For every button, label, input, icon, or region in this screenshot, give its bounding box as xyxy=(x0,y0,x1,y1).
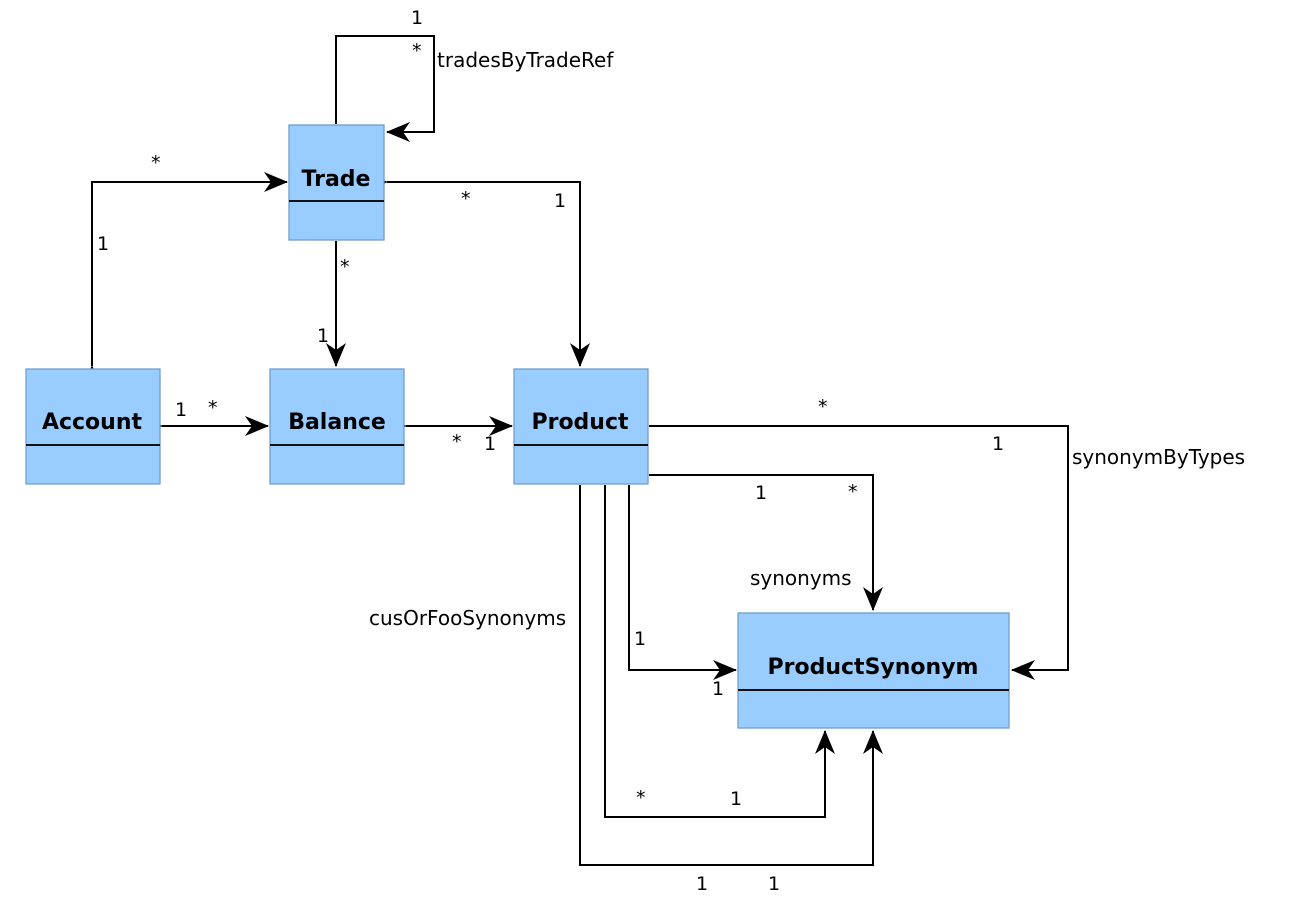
entity-trade-name: Trade xyxy=(302,167,371,192)
entity-trade[interactable]: Trade xyxy=(288,124,385,241)
edge-trade-product xyxy=(364,172,590,367)
entity-product-box xyxy=(513,368,649,485)
entity-account[interactable]: Account xyxy=(25,368,161,485)
mult-account-trade-one: 1 xyxy=(97,233,109,255)
mult-bottom-one-b: 1 xyxy=(768,873,780,895)
mult-trade-self-side: * xyxy=(412,40,422,62)
edge-product-synonym-direct xyxy=(628,485,737,680)
mult-cus-one: 1 xyxy=(730,788,742,810)
edges xyxy=(82,35,1069,866)
entity-product-synonym-box xyxy=(737,612,1010,729)
entity-product-synonym[interactable]: ProductSynonym xyxy=(737,612,1010,729)
mult-account-trade-star: * xyxy=(151,152,161,174)
mult-synonym-by-types-one: 1 xyxy=(992,433,1004,455)
mult-balance-product-one: 1 xyxy=(484,433,496,455)
edge-synonym-by-types xyxy=(649,425,1069,680)
entity-trade-box xyxy=(288,124,385,241)
edge-product-synonym-bottom xyxy=(579,485,883,866)
mult-trade-self-top: 1 xyxy=(411,7,423,29)
role-synonym-by-types: synonymByTypes xyxy=(1072,445,1245,469)
entity-balance-box xyxy=(269,368,405,485)
entity-account-box xyxy=(25,368,161,485)
role-cus-or-foo-synonyms: cusOrFooSynonyms xyxy=(369,606,566,630)
mult-trade-product-one: 1 xyxy=(554,190,566,212)
entity-account-name: Account xyxy=(42,410,143,435)
mult-direct-one-b: 1 xyxy=(712,678,724,700)
mult-trade-balance-one: 1 xyxy=(317,325,329,347)
multiplicity-labels: 1 * * 1 * 1 * 1 1 * * 1 * 1 1 * 1 1 * 1 … xyxy=(97,7,1004,895)
mult-cus-star: * xyxy=(636,787,646,809)
entity-balance[interactable]: Balance xyxy=(269,368,405,485)
mult-account-balance-one: 1 xyxy=(175,399,187,421)
role-trades-by-trade-ref: tradesByTradeRef xyxy=(437,48,614,72)
entity-product-name: Product xyxy=(531,410,629,435)
edge-trade-self-reference xyxy=(335,35,435,142)
role-labels: tradesByTradeRef synonymByTypes synonyms… xyxy=(369,48,1245,630)
mult-direct-one-a: 1 xyxy=(634,628,646,650)
edge-cus-or-foo-synonyms xyxy=(604,485,835,818)
mult-trade-balance-star: * xyxy=(340,256,350,278)
mult-synonyms-one: 1 xyxy=(755,482,767,504)
entity-product-synonym-name: ProductSynonym xyxy=(768,655,979,680)
mult-bottom-one-a: 1 xyxy=(696,873,708,895)
edge-account-trade xyxy=(82,172,288,389)
role-synonyms: synonyms xyxy=(750,566,852,590)
mult-synonyms-star: * xyxy=(848,481,858,503)
entity-product[interactable]: Product xyxy=(513,368,649,485)
edge-synonyms xyxy=(649,474,883,611)
mult-account-balance-star: * xyxy=(208,397,218,419)
mult-trade-product-star: * xyxy=(461,188,471,210)
mult-synonym-by-types-star: * xyxy=(818,396,828,418)
entity-balance-name: Balance xyxy=(288,410,386,435)
mult-balance-product-star: * xyxy=(452,431,462,453)
